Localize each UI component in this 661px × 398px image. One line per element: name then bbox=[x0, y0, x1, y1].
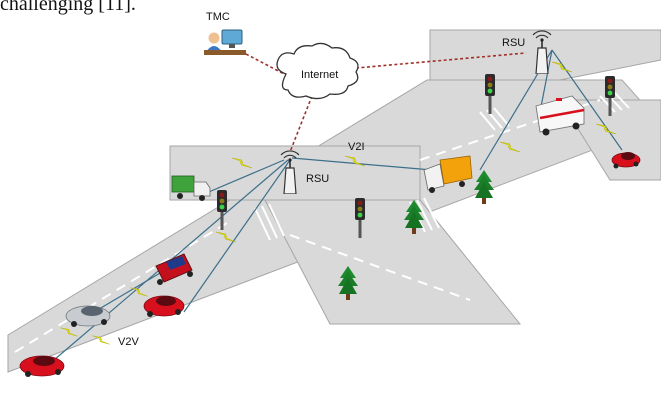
vehicles bbox=[19, 95, 641, 377]
rsu-tower-center: RSU bbox=[280, 150, 329, 194]
wired-links bbox=[245, 52, 527, 153]
rsu-tower-right: RSU bbox=[502, 30, 552, 74]
car-icon bbox=[65, 305, 111, 327]
tmc-label: TMC bbox=[206, 11, 230, 23]
internet-cloud: Internet bbox=[276, 42, 359, 100]
v2i-label: V2I bbox=[348, 141, 365, 153]
rsu-center-label: RSU bbox=[306, 173, 329, 185]
car-icon bbox=[19, 355, 65, 377]
ambulance-icon bbox=[535, 95, 585, 136]
tmc-operator: TMC bbox=[204, 11, 246, 55]
cloud-icon bbox=[276, 42, 359, 100]
computer-user-icon bbox=[221, 29, 243, 45]
v2v-label: V2V bbox=[118, 336, 139, 348]
car-icon bbox=[611, 152, 641, 169]
car-icon bbox=[143, 295, 185, 317]
truck-icon bbox=[423, 155, 473, 193]
caption-text: challenging [11]. bbox=[0, 0, 136, 15]
rsu-right-label: RSU bbox=[502, 37, 525, 49]
cross-road-lower bbox=[264, 199, 522, 325]
truck-icon bbox=[171, 175, 211, 201]
car-icon bbox=[155, 253, 193, 285]
internet-label: Internet bbox=[301, 69, 338, 81]
